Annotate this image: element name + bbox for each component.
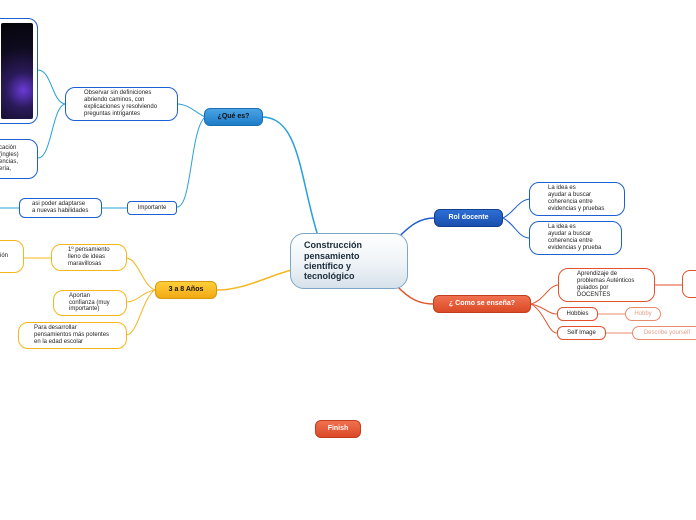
link-anos-aportan	[125, 289, 156, 303]
link-como-aprendizaje	[530, 284, 560, 305]
node-observar[interactable]: Observar sin definiciones abriendo camin…	[65, 87, 178, 121]
node-describe-yourself-label: Describe yourself	[643, 329, 691, 336]
branch-rol-docente[interactable]: Rol docente	[434, 209, 503, 227]
node-rol-idea-2-label: La idea es ayudar a buscar coherencia en…	[548, 224, 602, 251]
branch-3-a-8-anos-label: 3 a 8 Años	[168, 285, 204, 293]
central-topic-label: Construcción pensamiento científico y te…	[304, 240, 363, 282]
link-que-es-importante	[176, 116, 206, 208]
node-partial-left[interactable]: ión	[0, 240, 24, 273]
node-aportan[interactable]: Aportan confianza (muy importante)	[53, 290, 127, 316]
node-hobbies[interactable]: Hobbies	[557, 307, 598, 321]
link-rol-idea1	[502, 198, 531, 219]
branch-que-es-label: ¿Qué es?	[217, 112, 250, 120]
link-center-como	[395, 284, 435, 305]
link-que-es-observar	[176, 103, 206, 118]
node-rol-idea-2[interactable]: La idea es ayudar a buscar coherencia en…	[529, 221, 622, 255]
node-primer-pensamiento-label: 1º pensamiento lleno de ideas maravillos…	[68, 247, 110, 267]
node-rol-idea-1[interactable]: La idea es ayudar a buscar coherencia en…	[529, 182, 625, 216]
node-hobbies-label: Hobbies	[566, 310, 589, 317]
central-topic[interactable]: Construcción pensamiento científico y te…	[290, 233, 408, 289]
node-aprendizaje[interactable]: Aprendizaje de problemas Auténticos guia…	[558, 268, 655, 302]
link-observar-video	[37, 69, 67, 105]
link-como-self	[530, 303, 558, 334]
node-describe-yourself[interactable]: Describe yourself	[632, 326, 696, 340]
node-partial-definition[interactable]: cación (ingles) encias, ería,	[0, 139, 38, 179]
node-self-image-label: Self Image	[567, 329, 596, 336]
node-desarrollar-label: Para desarrollar pensamientos más potent…	[34, 325, 110, 345]
node-self-image[interactable]: Self Image	[557, 326, 606, 340]
branch-que-es[interactable]: ¿Qué es?	[204, 108, 263, 126]
node-partial-left-label: ión	[0, 253, 9, 260]
link-anos-primer	[125, 257, 156, 291]
branch-rol-docente-label: Rol docente	[448, 213, 489, 221]
node-primer-pensamiento[interactable]: 1º pensamiento lleno de ideas maravillos…	[51, 244, 127, 271]
link-center-que-es	[261, 116, 319, 237]
link-como-hobbies	[530, 303, 558, 315]
link-anos-desarrollar	[125, 289, 156, 336]
node-observar-label: Observar sin definiciones abriendo camin…	[84, 90, 158, 117]
node-hobby-label: Hobby	[634, 310, 652, 317]
branch-3-a-8-anos[interactable]: 3 a 8 Años	[155, 281, 217, 299]
node-hobby[interactable]: Hobby	[625, 307, 661, 321]
branch-como-ensena[interactable]: ¿ Como se enseña?	[433, 295, 531, 313]
node-rol-idea-1-label: La idea es ayudar a buscar coherencia en…	[548, 185, 605, 212]
node-partial-right[interactable]	[682, 270, 696, 298]
node-aprendizaje-label: Aprendizaje de problemas Auténticos guia…	[577, 271, 635, 298]
node-importante[interactable]: Importante	[127, 201, 177, 215]
finish-button-label: Finish	[327, 424, 349, 432]
node-importante-label: Importante	[137, 204, 167, 211]
node-adaptarse[interactable]: asi poder adaptarse a nuevas habilidades	[19, 198, 102, 218]
branch-como-ensena-label: ¿ Como se enseña?	[448, 299, 516, 307]
link-rol-idea2	[502, 217, 531, 239]
node-aportan-label: Aportan confianza (muy importante)	[69, 292, 110, 313]
node-video[interactable]	[0, 18, 38, 124]
node-adaptarse-label: asi poder adaptarse a nuevas habilidades	[32, 201, 89, 214]
node-desarrollar[interactable]: Para desarrollar pensamientos más potent…	[18, 322, 127, 349]
node-partial-definition-label: cación (ingles) encias, ería,	[0, 145, 19, 172]
link-center-anos	[216, 269, 293, 291]
link-observar-partial	[37, 103, 67, 159]
finish-button[interactable]: Finish	[315, 420, 361, 438]
video-thumbnail[interactable]	[1, 23, 33, 119]
